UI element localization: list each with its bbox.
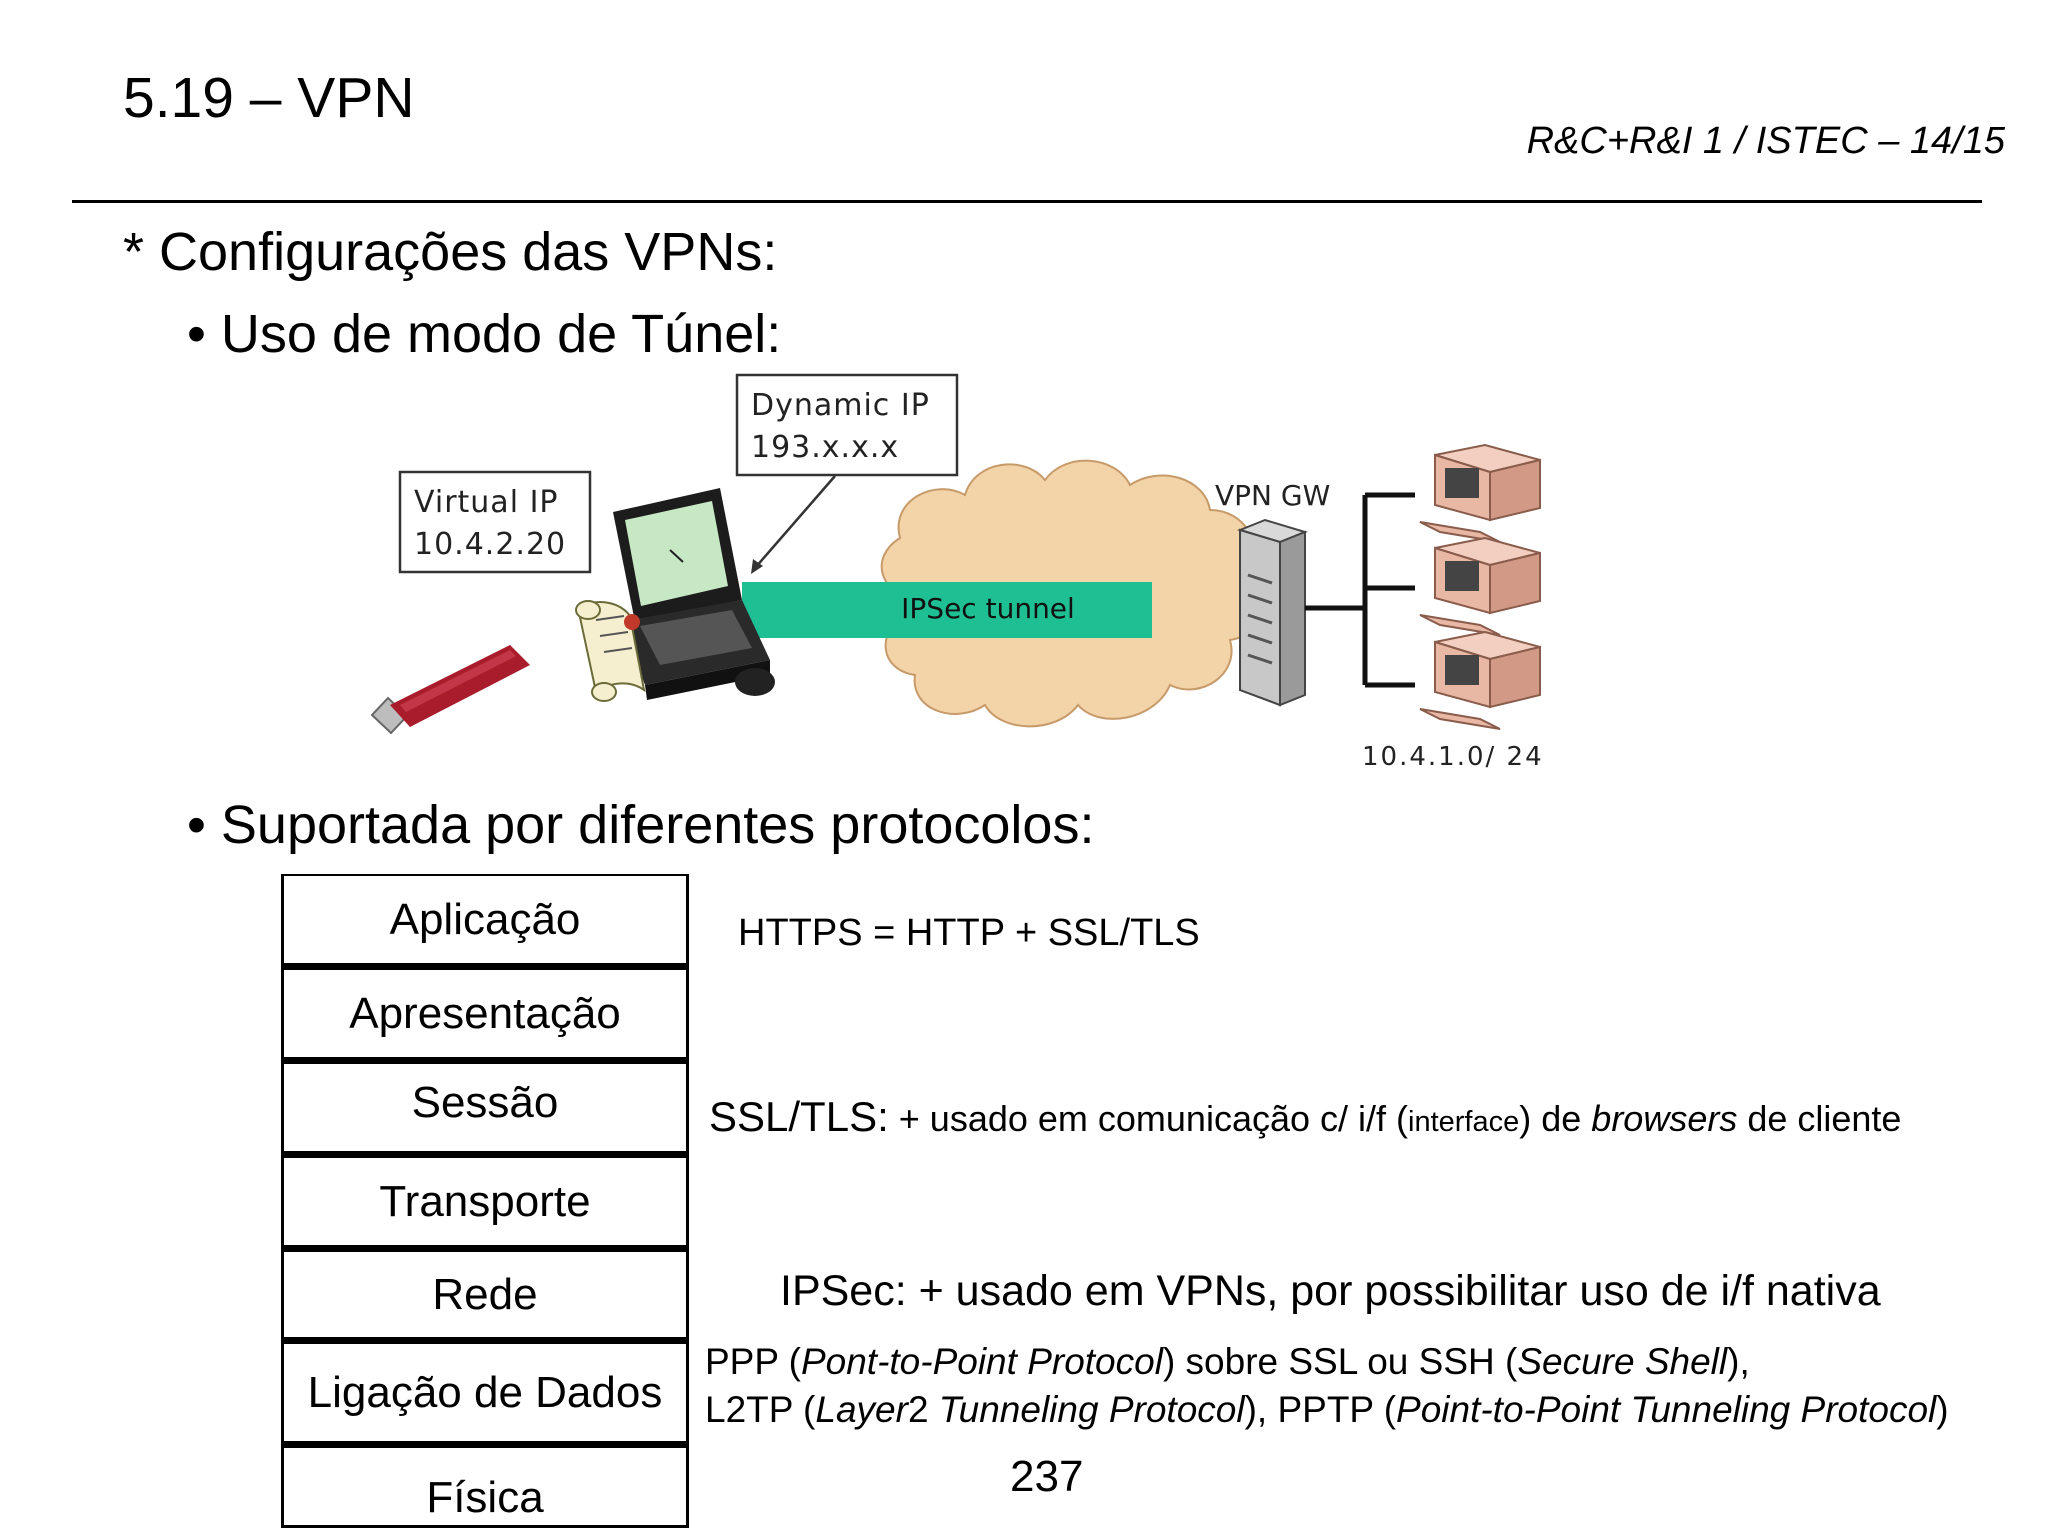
note-ssl-text: de cliente [1737,1098,1902,1139]
osi-layer-session: Sessão [281,1060,689,1154]
note-ssl-tls: SSL/TLS: + usado em comunicação c/ i/f (… [709,1096,1901,1138]
lan-computer-2-icon [1419,536,1541,636]
gateway-label: VPN GW [1215,479,1330,512]
osi-layer-application: Aplicação [281,874,689,966]
note-ssl-small: interface [1408,1106,1520,1138]
note-https: HTTPS = HTTP + SSL/TLS [738,912,1200,954]
note-ssl-lead: SSL/TLS: [709,1093,889,1140]
note-l2tp-line: L2TP (Layer2 Tunneling Protocol), PPTP (… [705,1386,1949,1434]
lan-computer-3-icon [1419,630,1541,730]
note-emphasis: Layer [815,1389,908,1430]
usb-token-icon [370,645,530,735]
dynamic-ip-value: 193.x.x.x [751,430,899,465]
virtual-ip-callout: Virtual IP 10.4.2.20 [398,470,592,574]
note-emphasis: Tunneling Protocol [938,1389,1245,1430]
tunnel-label: IPSec tunnel [901,592,1075,625]
note-emphasis: Secure Shell [1517,1341,1728,1382]
osi-layer-presentation: Apresentação [281,966,689,1060]
page-number: 237 [1010,1452,1084,1501]
osi-layer-physical: Física [281,1444,689,1528]
note-text: ) [1936,1389,1949,1430]
slide-title: 5.19 – VPN [123,66,415,130]
section-heading: * Configurações das VPNs: [123,222,778,282]
lan-computer-1-icon [1419,443,1541,543]
note-text: 2 [907,1389,939,1430]
osi-layer-label: Transporte [379,1176,591,1226]
note-text: ) sobre SSL ou SSH ( [1162,1341,1518,1382]
certificate-icon [575,600,646,702]
osi-layer-label: Aplicação [389,894,581,944]
osi-layer-label: Rede [432,1269,538,1319]
note-text: ), PPTP ( [1244,1389,1397,1430]
virtual-ip-label: Virtual IP [414,485,559,520]
note-text: PPP ( [705,1341,801,1382]
virtual-ip-value: 10.4.2.20 [414,527,566,562]
osi-layer-network: Rede [281,1248,689,1340]
laptop-icon [613,488,775,700]
bullet-protocols: • Suportada por diferentes protocolos: [187,795,1095,855]
note-ppp-line: PPP (Pont-to-Point Protocol) sobre SSL o… [705,1338,1949,1386]
note-ipsec: IPSec: + usado em VPNs, por possibilitar… [780,1267,1881,1315]
osi-layer-label: Apresentação [349,988,621,1038]
note-text: ), [1727,1341,1750,1382]
note-text: L2TP ( [705,1389,816,1430]
note-emphasis: Pont-to-Point Protocol [800,1341,1163,1382]
vpn-tunnel-diagram: IPSec tunnel Dynamic IP 193.x.x.x Virtua… [370,373,1544,772]
title-divider [72,200,1982,203]
note-emphasis: Point-to-Point Tunneling Protocol [1396,1389,1937,1430]
ipsec-tunnel [742,582,1152,638]
dynamic-ip-callout: Dynamic IP 193.x.x.x [735,373,959,574]
osi-layer-stack: Aplicação Apresentação Sessão Transporte… [281,874,689,1528]
course-label: R&C+R&I 1 / ISTEC – 14/15 [1526,120,2005,162]
note-ssl-text: ) de [1519,1098,1592,1139]
note-ppp-l2tp: PPP (Pont-to-Point Protocol) sobre SSL o… [705,1338,1949,1434]
osi-layer-transport: Transporte [281,1154,689,1248]
note-ssl-emphasis: browsers [1591,1098,1738,1139]
osi-layer-data-link: Ligação de Dados [281,1340,689,1444]
osi-layer-label: Física [426,1473,544,1522]
note-ssl-text: + usado em comunicação c/ i/f ( [888,1098,1409,1139]
dynamic-ip-label: Dynamic IP [751,388,930,423]
subnet-label: 10.4.1.0/ 24 [1362,742,1544,772]
osi-layer-label: Ligação de Dados [307,1367,663,1417]
osi-layer-label: Sessão [411,1078,559,1127]
lan-connections [1305,492,1415,688]
bullet-tunnel-mode: • Uso de modo de Túnel: [187,304,782,364]
vpn-gateway-server-icon [1236,518,1309,707]
